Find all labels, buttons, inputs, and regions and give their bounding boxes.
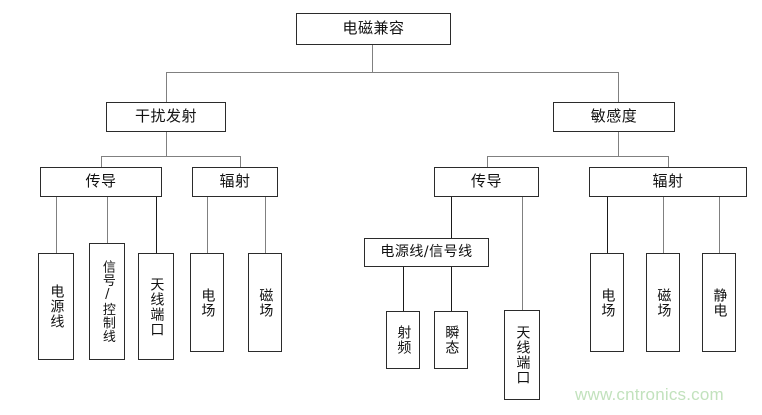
connector-susceptibility-to-conducted bbox=[487, 156, 488, 169]
watermark-cntronics: www.cntronics.com bbox=[575, 385, 724, 404]
connector-emission-to-conducted bbox=[101, 156, 102, 169]
node-sc-rf[interactable]: 射频 bbox=[386, 311, 420, 369]
connector-sr-to-efield bbox=[607, 197, 608, 253]
node-root-emc[interactable]: 电磁兼容 bbox=[296, 13, 451, 45]
connector-root-stem bbox=[372, 45, 373, 72]
node-susceptibility[interactable]: 敏感度 bbox=[553, 102, 675, 132]
connector-sr-to-hfield bbox=[663, 197, 664, 253]
node-emission-conducted[interactable]: 传导 bbox=[40, 167, 162, 197]
node-susceptibility-conducted[interactable]: 传导 bbox=[434, 167, 539, 197]
node-er-magnetic-field[interactable]: 磁场 bbox=[248, 253, 282, 352]
connector-ec-to-power-line bbox=[56, 197, 57, 253]
connector-sc-to-lines bbox=[451, 197, 452, 238]
connector-er-to-hfield bbox=[265, 197, 266, 253]
node-ec-power-line[interactable]: 电源线 bbox=[38, 253, 74, 360]
connector-susceptibility-stem bbox=[618, 132, 619, 156]
connector-to-susceptibility bbox=[618, 72, 619, 102]
node-ec-antenna-port[interactable]: 天线端口 bbox=[138, 253, 174, 360]
connector-root-bar bbox=[166, 72, 618, 73]
connector-ec-to-signal-line bbox=[107, 197, 108, 243]
connector-susceptibility-to-radiated bbox=[668, 156, 669, 169]
node-sr-magnetic-field[interactable]: 磁场 bbox=[646, 253, 680, 352]
node-susceptibility-radiated[interactable]: 辐射 bbox=[589, 167, 747, 197]
connector-emission-to-radiated bbox=[240, 156, 241, 169]
connector-lines-to-rf bbox=[403, 267, 404, 311]
connector-emission-bar bbox=[101, 156, 240, 157]
node-ec-signal-control-line[interactable]: 信号/控制线 bbox=[89, 243, 125, 360]
node-sr-electrostatic[interactable]: 静电 bbox=[702, 253, 736, 352]
node-emission-radiated[interactable]: 辐射 bbox=[192, 167, 278, 197]
node-sc-power-signal-lines[interactable]: 电源线/信号线 bbox=[364, 238, 489, 267]
connector-to-emission bbox=[166, 72, 167, 102]
node-sc-transient[interactable]: 瞬态 bbox=[434, 311, 468, 369]
connector-ec-to-antenna-port bbox=[156, 197, 157, 253]
connector-sr-to-esd bbox=[719, 197, 720, 253]
node-sr-electric-field[interactable]: 电场 bbox=[590, 253, 624, 352]
connector-emission-stem bbox=[166, 132, 167, 156]
node-er-electric-field[interactable]: 电场 bbox=[190, 253, 224, 352]
connector-lines-to-transient bbox=[451, 267, 452, 311]
connector-susceptibility-bar bbox=[487, 156, 668, 157]
node-sc-antenna-port[interactable]: 天线端口 bbox=[504, 310, 540, 400]
node-interference-emission[interactable]: 干扰发射 bbox=[106, 102, 226, 132]
connector-er-to-efield bbox=[207, 197, 208, 253]
connector-sc-to-antenna-port bbox=[522, 197, 523, 310]
